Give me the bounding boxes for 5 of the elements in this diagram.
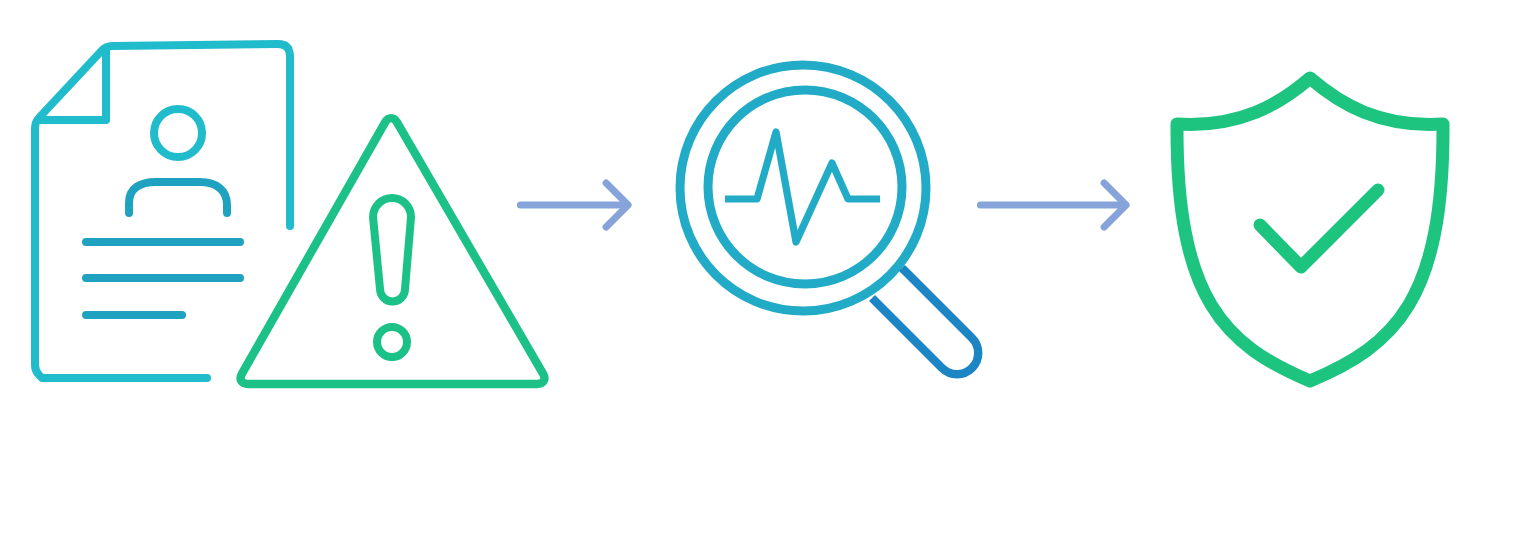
- magnifying-glass-icon: [675, 60, 983, 379]
- document-warning-icon: [31, 40, 549, 389]
- arrow: [516, 179, 632, 231]
- shield-check-icon: [1170, 71, 1450, 388]
- arrow: [976, 179, 1130, 231]
